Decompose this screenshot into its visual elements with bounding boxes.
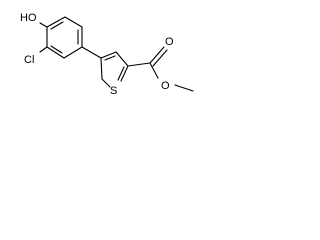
ring-bond [63,46,83,59]
carbonyl-double-bond [152,49,168,67]
molecule-structure: HO Cl S O O [20,12,194,97]
ring-bond [100,51,117,59]
ring-double-bond [50,45,63,54]
chlorine-label: Cl [24,54,34,66]
ring-bond [101,78,111,88]
hydroxyl-bond [39,22,48,28]
thiophene-ring [100,51,129,88]
phenol-ring [46,16,83,59]
ring-double-bond [104,55,116,61]
ring-bond [120,65,129,82]
carbonyl-ester-bond [149,62,159,79]
ring-bond [64,16,83,28]
ring-bond [115,51,129,67]
ring-bond [46,16,66,28]
ester-oxygen-label: O [161,80,170,92]
ester-methyl-bond [174,84,194,92]
sulfur-label: S [110,85,117,97]
carbonyl-double-bond [149,46,165,64]
ring-bond [100,57,103,80]
carbonyl-oxygen-label: O [165,36,174,48]
hydroxyl-label: HO [20,12,37,24]
ring-bond [46,46,65,59]
ring-double-bond [117,66,125,81]
chlorine-bond [39,46,48,53]
thiophene-carbonyl-bond [127,62,151,67]
aryl-thiophene-bond [81,46,102,59]
ring-double-bond [50,21,64,30]
